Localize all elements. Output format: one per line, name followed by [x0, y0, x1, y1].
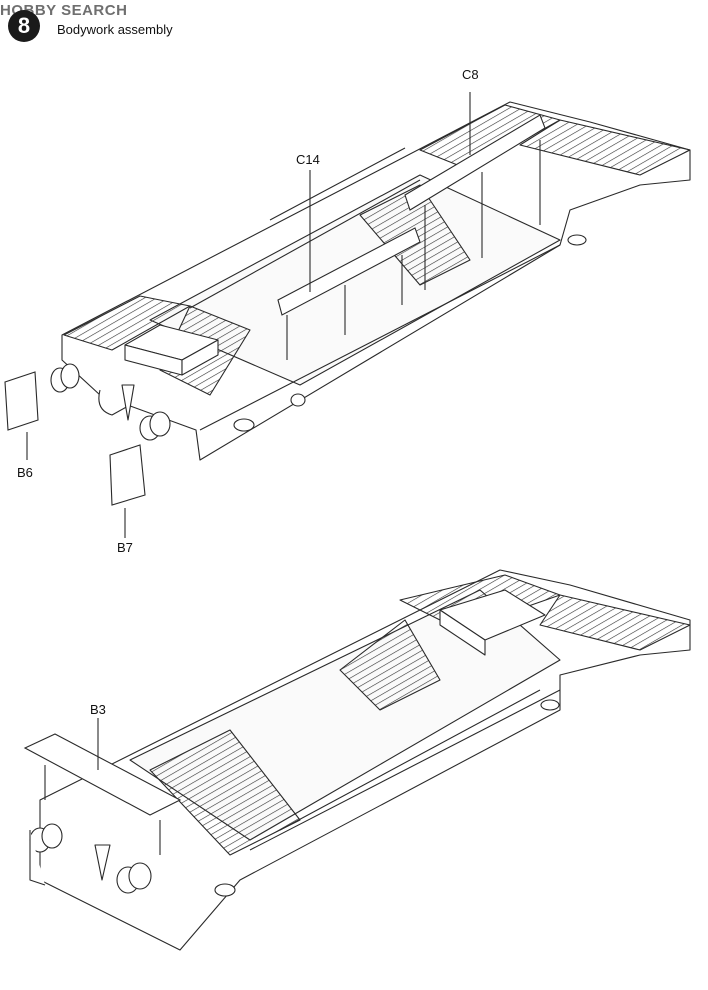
- step-number-badge: 8: [8, 10, 40, 42]
- trailer-bottom-view: [29, 569, 691, 951]
- part-b6: [4, 371, 39, 460]
- part-b7: [109, 444, 146, 538]
- part-c14: [277, 170, 421, 360]
- callout-c8: C8: [462, 67, 479, 82]
- part-b3: [23, 718, 182, 855]
- part-c8: [404, 92, 546, 290]
- trailer-top-view: [50, 101, 691, 461]
- callout-b6: B6: [17, 465, 33, 480]
- callout-b3: B3: [90, 702, 106, 717]
- callout-c14: C14: [296, 152, 320, 167]
- step-title: Bodywork assembly: [57, 22, 173, 37]
- callout-b7: B7: [117, 540, 133, 555]
